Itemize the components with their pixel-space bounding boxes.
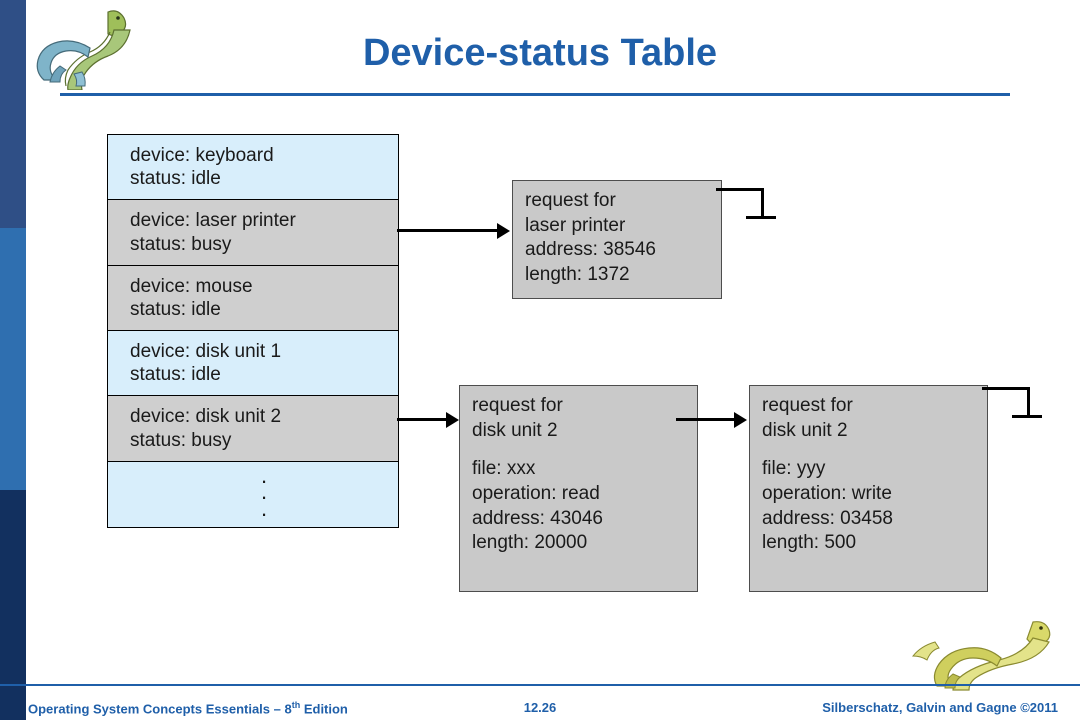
device-label: device: disk unit 1 <box>130 341 282 363</box>
dinosaur-footer-icon <box>911 621 1051 691</box>
request-line: disk unit 2 <box>762 419 848 441</box>
request-line: length: 1372 <box>525 264 630 286</box>
sidebar-bar-top <box>0 0 26 228</box>
request-line: disk unit 2 <box>472 419 558 441</box>
table-row: device: keyboard status: idle <box>108 135 398 201</box>
footer-slide-number: 12.26 <box>523 700 557 715</box>
status-label: status: busy <box>130 233 232 255</box>
request-line: address: 43046 <box>472 507 603 529</box>
request-line: address: 03458 <box>762 507 893 529</box>
arrow-head-laser <box>497 223 510 239</box>
device-label: device: keyboard <box>130 145 274 166</box>
arrow-line-disk-1 <box>397 418 447 421</box>
vertical-ellipsis-icon: ... <box>260 462 268 521</box>
title-divider <box>60 93 1010 96</box>
arrow-head-disk-1 <box>446 412 459 428</box>
sidebar-bar-middle <box>0 228 26 490</box>
request-line: file: xxx <box>472 458 536 480</box>
request-line: request for <box>525 190 616 211</box>
table-row: device: mouse status: idle <box>108 265 398 332</box>
table-row-continuation: ... <box>108 461 398 528</box>
request-box-laser-printer: request for laser printer address: 38546… <box>512 180 722 299</box>
status-label: status: idle <box>130 168 221 190</box>
device-label: device: disk unit 2 <box>130 406 282 428</box>
request-line: address: 38546 <box>525 239 656 261</box>
footer-divider <box>0 684 1080 686</box>
status-label: status: idle <box>130 298 221 320</box>
table-row: device: disk unit 1 status: idle <box>108 331 398 397</box>
footer-left-text: Operating System Concepts Essentials – 8… <box>28 700 348 717</box>
request-line: request for <box>472 395 563 416</box>
null-terminator-disk <box>982 387 1042 423</box>
arrow-line-disk-2 <box>676 418 734 421</box>
spacer <box>472 443 687 457</box>
request-box-disk-unit-2-first: request for disk unit 2 file: xxx operat… <box>459 385 698 592</box>
arrow-head-disk-2 <box>734 412 747 428</box>
sidebar-bar-bottom <box>0 490 26 720</box>
request-line: length: 20000 <box>472 532 588 554</box>
spacer <box>762 443 977 457</box>
null-terminator-laser <box>716 188 776 224</box>
table-row: device: laser printer status: busy <box>108 200 398 266</box>
status-label: status: busy <box>130 429 232 451</box>
request-line: operation: read <box>472 483 600 505</box>
request-line: laser printer <box>525 214 626 236</box>
request-line: operation: write <box>762 483 892 505</box>
request-line: request for <box>762 395 853 416</box>
request-line: file: yyy <box>762 458 826 480</box>
arrow-line-laser <box>397 229 497 232</box>
status-label: status: idle <box>130 364 221 386</box>
request-box-disk-unit-2-second: request for disk unit 2 file: yyy operat… <box>749 385 988 592</box>
device-status-table: device: keyboard status: idle device: la… <box>107 134 399 529</box>
dinosaur-logo-icon <box>36 10 131 90</box>
page-title: Device-status Table <box>362 32 718 74</box>
table-row: device: disk unit 2 status: busy <box>108 396 398 462</box>
footer-credit: Silberschatz, Galvin and Gagne ©2011 <box>822 700 1058 715</box>
device-label: device: laser printer <box>130 210 296 232</box>
device-label: device: mouse <box>130 275 253 297</box>
request-line: length: 500 <box>762 532 857 554</box>
